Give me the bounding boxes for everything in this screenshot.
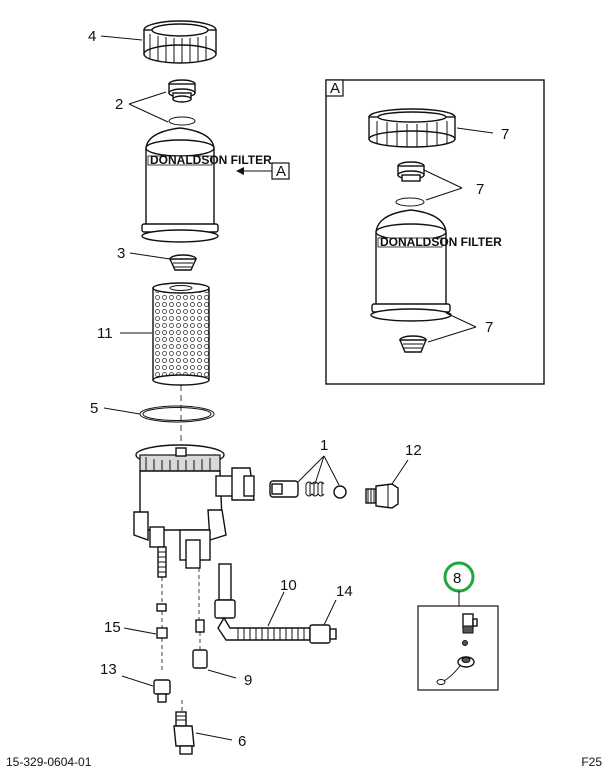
part-14-harness-connector: [309, 624, 337, 644]
callout-8: 8: [453, 570, 461, 587]
detail-ref-label: A: [276, 163, 286, 180]
part-8-kit: [417, 561, 499, 691]
callout-10: 10: [280, 577, 297, 594]
callout-7-ring: 7: [501, 126, 509, 143]
filter-bowl: DONALDSON FILTER: [141, 127, 272, 243]
callout-14: 14: [336, 583, 353, 600]
callout-7-cap: 7: [476, 181, 484, 198]
callout-9: 9: [244, 672, 252, 689]
part-6-fitting: [173, 700, 195, 755]
part-5-o-ring: [139, 405, 215, 423]
part-3-drain-fitting: [168, 254, 198, 271]
detail-view-a: A DONALDSON FILTER: [325, 79, 545, 385]
callout-15: 15: [104, 619, 121, 636]
part-4-retaining-ring: [143, 20, 217, 64]
callout-12: 12: [405, 442, 422, 459]
callout-13: 13: [100, 661, 117, 678]
callout-2: 2: [115, 96, 123, 113]
filter-brand-label: DONALDSON FILTER: [150, 153, 272, 167]
part-15-sensor-stem: [156, 546, 168, 672]
filter-housing-base: [133, 444, 255, 569]
part-9-sensor: [192, 568, 208, 669]
part-1-check-valve: [269, 480, 347, 499]
callout-5: 5: [90, 400, 98, 417]
callout-3: 3: [117, 245, 125, 262]
part-11-filter-element: [152, 282, 210, 386]
document-number: 15-329-0604-01: [6, 755, 92, 769]
part-13-connector: [153, 679, 171, 703]
callout-4: 4: [88, 28, 96, 45]
callout-1: 1: [320, 437, 328, 454]
part-10-heater-harness: [214, 563, 311, 641]
part-12-fitting: [365, 483, 399, 509]
callout-7-bowl: 7: [485, 319, 493, 336]
detail-view-label: A: [330, 80, 340, 97]
page-code: F25: [581, 755, 602, 769]
callout-11: 11: [97, 325, 113, 342]
part-2-vent-cap: [168, 79, 196, 126]
detail-filter-brand-label: DONALDSON FILTER: [380, 235, 502, 249]
callout-6: 6: [238, 733, 246, 750]
